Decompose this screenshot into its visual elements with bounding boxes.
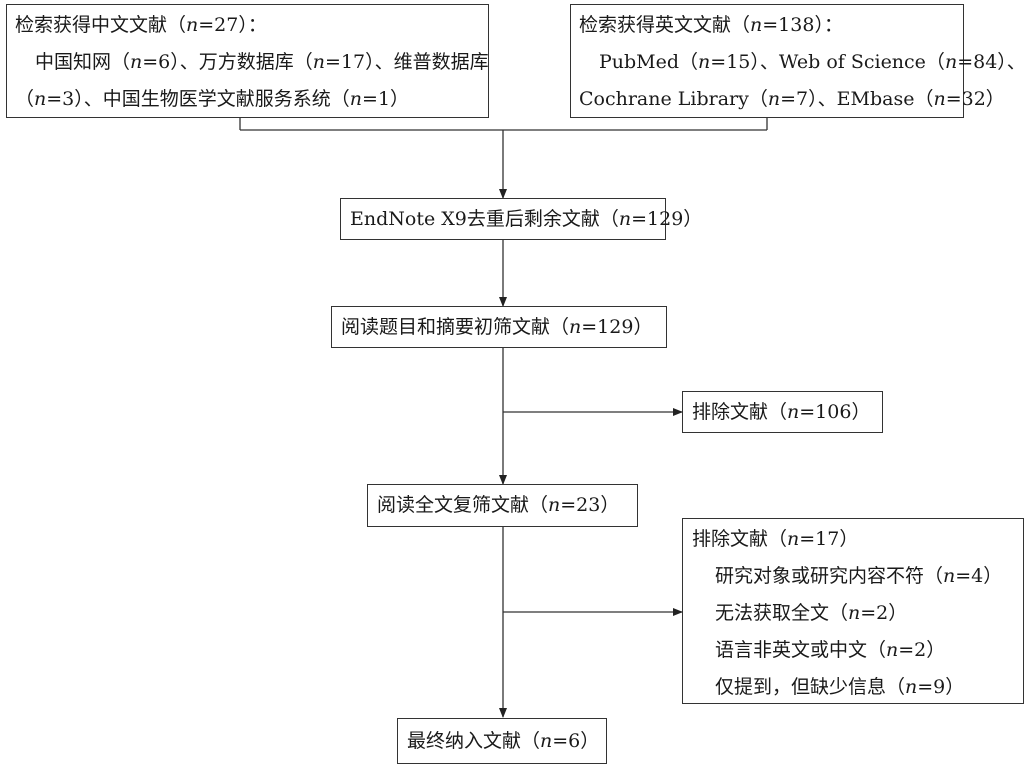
dedup-label: EndNote X9去重后剩余文献（n=129） bbox=[350, 208, 703, 230]
exclusion-reason-1: 研究对象或研究内容不符（n=4） bbox=[715, 565, 1003, 587]
exclusion-reason-3: 语言非英文或中文（n=2） bbox=[715, 639, 946, 661]
chinese-literature-box: 检索获得中文文献（n=27）： 中国知网（n=6）、万方数据库（n=17）、维普… bbox=[6, 4, 489, 118]
exclusion-reason-2: 无法获取全文（n=2） bbox=[715, 602, 908, 624]
excluded-106-box: 排除文献（n=106） bbox=[682, 391, 883, 433]
final-included-label: 最终纳入文献（n=6） bbox=[407, 730, 600, 752]
english-box-line-2: Cochrane Library（n=7）、EMbase（n=32） bbox=[579, 88, 1005, 110]
fulltext-label: 阅读全文复筛文献（n=23） bbox=[377, 494, 620, 516]
chinese-box-title: 检索获得中文文献（n=27）： bbox=[15, 14, 267, 36]
chinese-box-line-2: （n=3）、中国生物医学文献服务系统（n=1） bbox=[15, 88, 410, 110]
english-box-title: 检索获得英文文献（n=138）： bbox=[579, 14, 843, 36]
english-literature-box: 检索获得英文文献（n=138）： PubMed（n=15）、Web of Sci… bbox=[570, 4, 1026, 118]
final-included-box: 最终纳入文献（n=6） bbox=[397, 718, 607, 764]
screening-box: 阅读题目和摘要初筛文献（n=129） bbox=[331, 306, 667, 348]
english-box-line-1: PubMed（n=15）、Web of Science（n=84）、 bbox=[599, 51, 1026, 73]
exclusion-reason-4: 仅提到，但缺少信息（n=9） bbox=[715, 676, 965, 698]
excluded-17-box: 排除文献（n=17） 研究对象或研究内容不符（n=4） 无法获取全文（n=2） … bbox=[682, 518, 1024, 704]
fulltext-box: 阅读全文复筛文献（n=23） bbox=[367, 484, 638, 527]
chinese-box-line-1: 中国知网（n=6）、万方数据库（n=17）、维普数据库 bbox=[35, 51, 489, 73]
excluded-106-label: 排除文献（n=106） bbox=[692, 401, 871, 423]
screening-label: 阅读题目和摘要初筛文献（n=129） bbox=[341, 316, 653, 338]
dedup-box: EndNote X9去重后剩余文献（n=129） bbox=[340, 198, 702, 240]
excluded-17-title: 排除文献（n=17） bbox=[692, 528, 859, 550]
